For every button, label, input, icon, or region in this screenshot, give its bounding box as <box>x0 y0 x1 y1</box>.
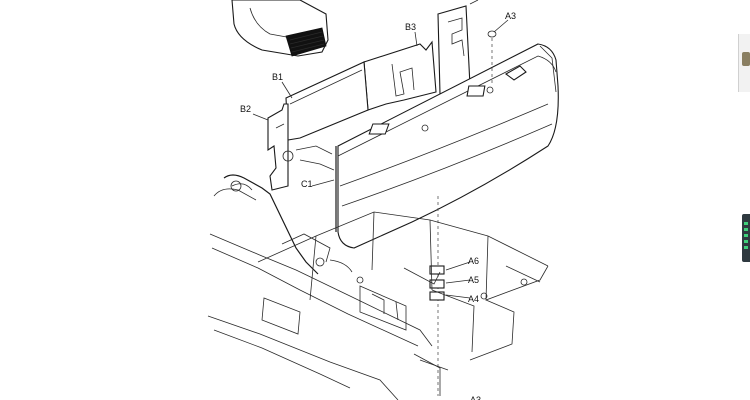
label-a4: A4 <box>468 294 479 304</box>
indicator-bar <box>744 222 748 225</box>
label-a3-top: A3 <box>505 11 516 21</box>
bracket-b2 <box>267 103 289 191</box>
machine-glyph <box>742 52 750 66</box>
green-bars-thumbnail-icon[interactable] <box>742 214 750 262</box>
callout-labels: B3 A3 B1 B2 C1 A6 A5 A4 A3 <box>240 11 516 400</box>
label-b1: B1 <box>272 72 283 82</box>
assembly-centerlines <box>437 38 493 396</box>
label-c1: C1 <box>301 179 313 189</box>
label-b2: B2 <box>240 104 251 114</box>
lifting-eyes <box>368 30 527 135</box>
indicator-bar <box>744 234 748 237</box>
label-a3-bottom: A3 <box>470 395 481 400</box>
leader-lines <box>252 0 509 299</box>
label-a6: A6 <box>468 256 479 266</box>
label-b3: B3 <box>405 22 416 32</box>
indicator-bar <box>744 228 748 231</box>
cab-part <box>231 0 329 57</box>
plate-b1 <box>285 61 369 141</box>
label-a5: A5 <box>468 275 479 285</box>
chassis-frame <box>207 145 549 400</box>
machine-thumbnail-icon[interactable] <box>738 34 750 92</box>
plate-b3 <box>363 5 471 111</box>
indicator-bar <box>744 246 748 249</box>
counterweight <box>335 43 559 249</box>
fasteners-a4-a6 <box>429 265 445 301</box>
indicator-bar <box>744 240 748 243</box>
